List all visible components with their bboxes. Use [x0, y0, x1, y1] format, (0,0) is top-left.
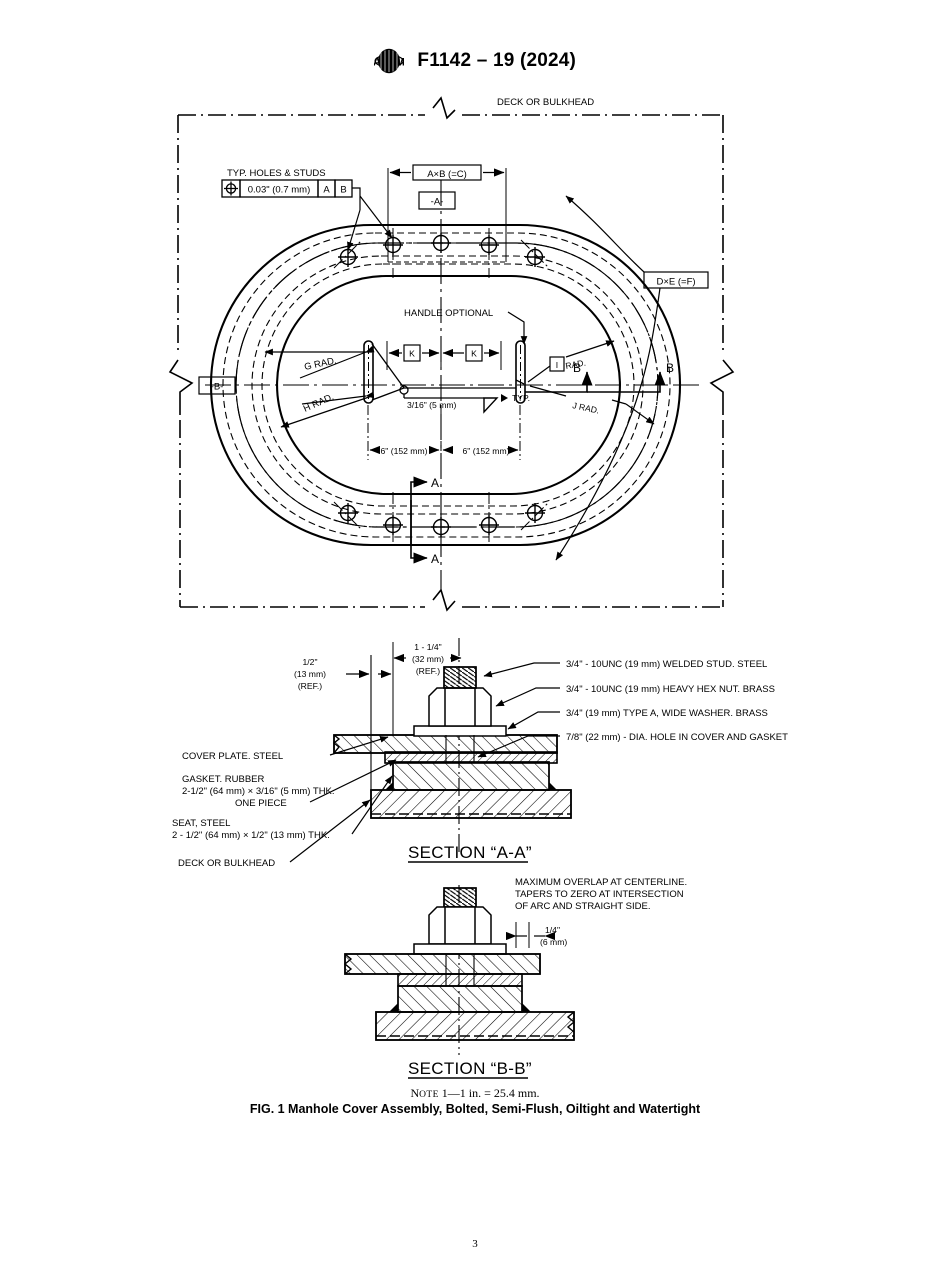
svg-text:(6 mm): (6 mm) — [540, 937, 567, 947]
plan-centerlines — [205, 180, 700, 590]
svg-text:1/2": 1/2" — [303, 657, 318, 667]
svg-text:I: I — [556, 360, 558, 370]
weld-size-label: 3/16" (5 mm) — [407, 400, 457, 410]
dimension-1-1-4: 1 - 1/4" (32 mm) (REF.) — [392, 642, 462, 736]
astm-logo-icon: ASTM — [374, 48, 404, 74]
bolt-circle-centerline — [235, 242, 659, 528]
svg-text:OF ARC AND STRAIGHT SIDE.: OF ARC AND STRAIGHT SIDE. — [515, 901, 651, 912]
section-aa-drawing: 1/2" (13 mm) (REF.) 1 - 1/4" (32 mm) (RE… — [172, 638, 788, 869]
dimension-half-inch: 1/2" (13 mm) (REF.) — [294, 657, 392, 691]
section-aa-left-callouts: COVER PLATE. STEEL GASKET. RUBBER 2-1/2"… — [172, 736, 397, 869]
svg-text:K: K — [409, 349, 415, 359]
hole-center-ticks — [333, 228, 550, 542]
section-a-arrows — [410, 476, 428, 564]
dimension-k: K K — [386, 341, 502, 370]
hex-nut-part-bb — [428, 906, 492, 945]
seat-part — [385, 761, 557, 791]
section-aa-right-callouts: 3/4" - 10UNC (19 mm) WELDED STUD. STEEL … — [477, 659, 788, 758]
svg-text:GASKET. RUBBER: GASKET. RUBBER — [182, 774, 264, 785]
svg-text:(REF.): (REF.) — [298, 681, 322, 691]
svg-text:(13 mm): (13 mm) — [294, 669, 326, 679]
welded-stud-part — [443, 666, 477, 689]
washer-part-bb — [413, 943, 507, 955]
deck-boundary — [168, 96, 735, 612]
handle-bar-right — [515, 340, 526, 404]
section-b-label-left: B — [573, 361, 581, 375]
figure-caption: FIG. 1 Manhole Cover Assembly, Bolted, S… — [249, 1102, 701, 1116]
svg-text:SEAT, STEEL: SEAT, STEEL — [172, 818, 230, 829]
page-header: ASTM F1142 – 19 (2024) — [0, 48, 950, 74]
handle-assembly: HANDLE OPTIONAL G RAD. H RAD. — [264, 308, 655, 460]
weld-symbol: 3/16" (5 mm) TYP. — [399, 385, 530, 414]
page-number: 3 — [472, 1238, 478, 1250]
gdt-tolerance: 0.03" (0.7 mm) — [248, 185, 311, 196]
section-a-label-top: A — [431, 476, 439, 490]
standard-designation: F1142 – 19 (2024) — [417, 50, 577, 71]
rad-i-callout: I RAD. — [527, 340, 615, 383]
svg-text:2 - 1/2" (64 mm) × 1/2" (13 mm: 2 - 1/2" (64 mm) × 1/2" (13 mm) THK. — [172, 830, 330, 841]
gdt-title: TYP. HOLES & STUDS — [227, 168, 326, 179]
deck-label-top: DECK OR BULKHEAD — [497, 97, 594, 108]
section-b-arrows — [525, 371, 666, 393]
svg-text:DECK OR BULKHEAD: DECK OR BULKHEAD — [178, 858, 275, 869]
section-aa-title: SECTION “A-A” — [408, 843, 532, 862]
svg-text:ONE PIECE: ONE PIECE — [235, 798, 287, 809]
position-tolerance-icon — [224, 181, 238, 196]
cover-plate-part-bb — [343, 953, 541, 975]
dimension-ab: A×B (=C) — [387, 164, 507, 263]
bolt-hole — [525, 503, 545, 523]
seat-part-bb — [389, 985, 531, 1013]
section-b-label-right: B — [666, 361, 674, 375]
svg-text:3/4" (19 mm) TYPE A, WIDE WASH: 3/4" (19 mm) TYPE A, WIDE WASHER. BRASS — [566, 708, 768, 719]
dimension-6in: 6" (152 mm) 6" (152 mm) — [367, 405, 521, 460]
svg-text:RAD.: RAD. — [565, 358, 587, 371]
svg-text:(32 mm): (32 mm) — [412, 654, 444, 664]
gdt-datum-b: B — [340, 185, 346, 196]
dimension-de: D×E (=F) — [555, 195, 709, 561]
dim-de-label: D×E (=F) — [656, 277, 695, 288]
section-bb-note: MAXIMUM OVERLAP AT CENTERLINE. TAPERS TO… — [515, 877, 687, 912]
dimension-quarter-inch: 1/4" (6 mm) — [505, 922, 567, 948]
gdt-datum-a: A — [323, 185, 330, 196]
svg-text:6" (152 mm): 6" (152 mm) — [463, 446, 510, 456]
svg-text:7/8" (22 mm) - DIA. HOLE IN CO: 7/8" (22 mm) - DIA. HOLE IN COVER AND GA… — [566, 732, 788, 743]
svg-text:J RAD.: J RAD. — [572, 400, 601, 415]
feature-control-frame: 0.03" (0.7 mm) A B — [221, 179, 393, 251]
svg-text:COVER PLATE. STEEL: COVER PLATE. STEEL — [182, 751, 283, 762]
svg-text:MAXIMUM OVERLAP AT CENTERLINE.: MAXIMUM OVERLAP AT CENTERLINE. — [515, 877, 687, 888]
datum-a-frame: -A- — [418, 191, 456, 210]
svg-text:1/4": 1/4" — [545, 925, 560, 935]
note-word-rest: OTE — [419, 1090, 439, 1100]
svg-text:2-1/2" (64 mm) × 3/16" (5 mm): 2-1/2" (64 mm) × 3/16" (5 mm) THK. — [182, 786, 335, 797]
washer-part — [413, 725, 507, 737]
svg-text:(REF.): (REF.) — [416, 666, 440, 676]
note-text: 1—1 in. = 25.4 mm. — [438, 1086, 540, 1100]
bolt-hole — [525, 247, 545, 267]
svg-text:3/4" - 10UNC (19 mm) WELDED ST: 3/4" - 10UNC (19 mm) WELDED STUD. STEEL — [566, 659, 767, 670]
hex-nut-part — [428, 687, 492, 727]
svg-text:6" (152 mm): 6" (152 mm) — [381, 446, 428, 456]
handle-bar-left — [363, 340, 374, 404]
section-bb-drawing: MAXIMUM OVERLAP AT CENTERLINE. TAPERS TO… — [343, 877, 687, 1079]
svg-text:K: K — [471, 349, 477, 359]
weld-typ-label: TYP. — [512, 393, 530, 403]
gasket-part-bb — [397, 973, 523, 987]
deck-bulkhead-part — [370, 789, 572, 819]
bolt-hole — [338, 503, 358, 523]
dim-ab-label: A×B (=C) — [427, 169, 467, 180]
section-a-label-bottom: A — [431, 552, 439, 566]
svg-text:1 - 1/4": 1 - 1/4" — [414, 642, 441, 652]
figure-note: NOTE 1—1 in. = 25.4 mm. — [0, 1086, 950, 1101]
note-word: N — [410, 1086, 420, 1100]
svg-text:3/4" - 10UNC (19 mm) HEAVY HEX: 3/4" - 10UNC (19 mm) HEAVY HEX NUT. BRAS… — [566, 684, 775, 695]
datum-b-frame: -B- — [198, 376, 236, 395]
deck-bulkhead-part-bb — [375, 1011, 576, 1041]
handle-label: HANDLE OPTIONAL — [404, 308, 493, 319]
welded-stud-part-bb — [443, 887, 477, 908]
svg-text:-B-: -B- — [211, 382, 224, 393]
section-bb-title: SECTION “B-B” — [408, 1059, 532, 1078]
svg-text:TAPERS TO ZERO AT INTERSECTION: TAPERS TO ZERO AT INTERSECTION — [515, 889, 684, 900]
svg-text:-A-: -A- — [431, 197, 444, 208]
